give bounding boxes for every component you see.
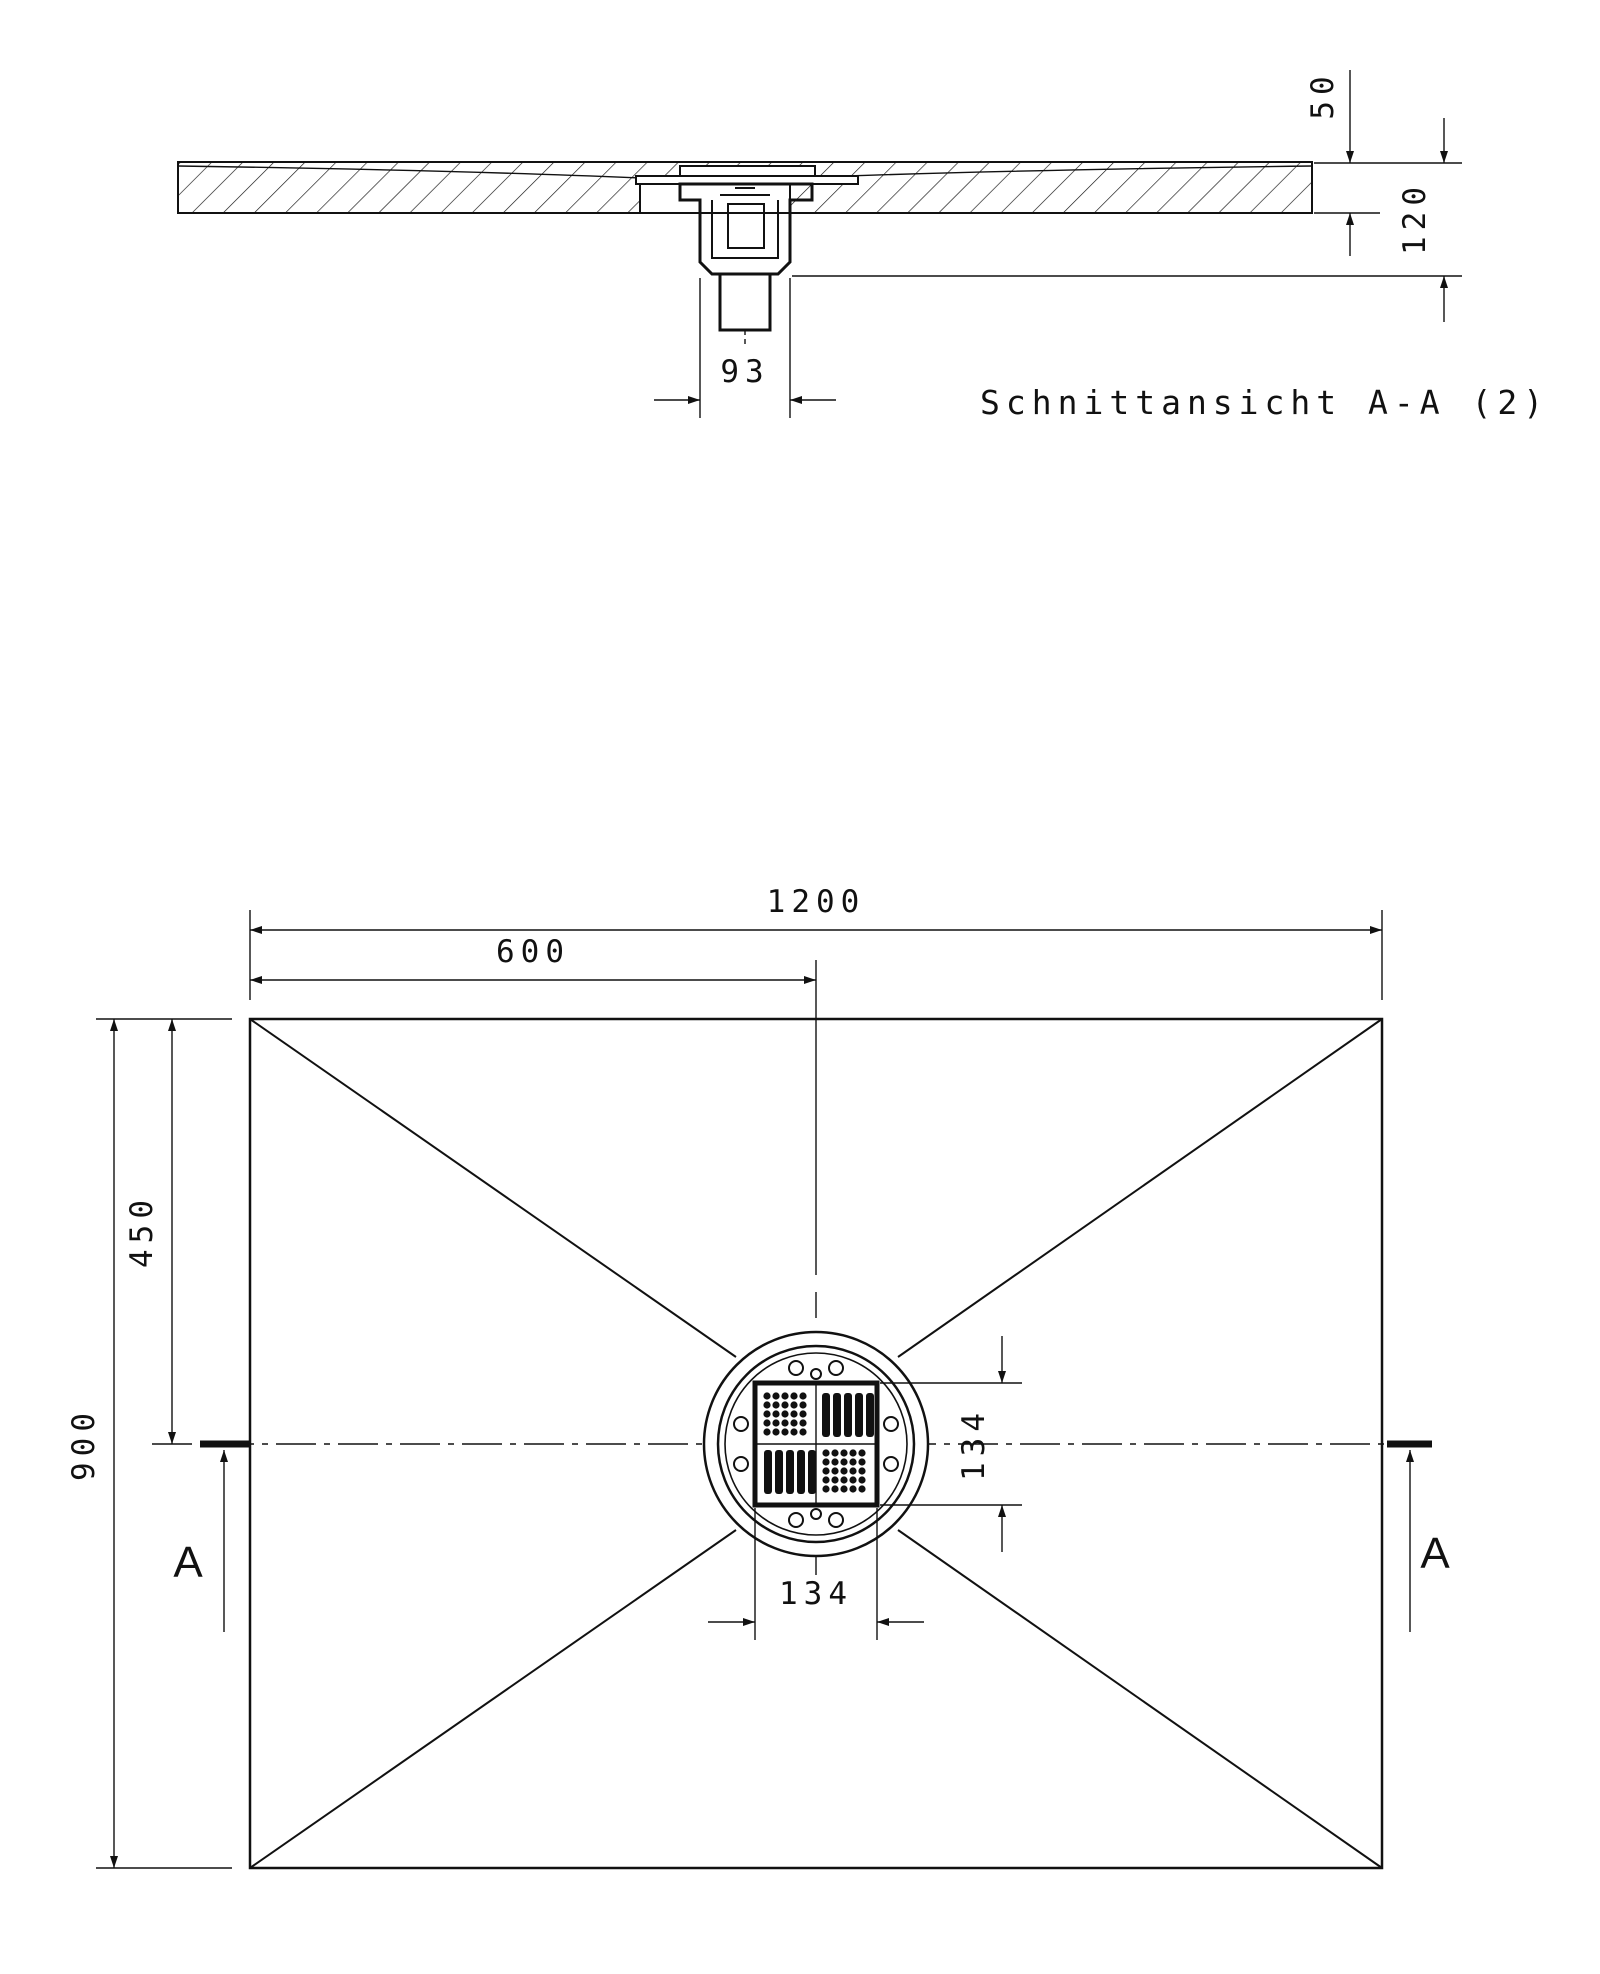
grate-hole xyxy=(849,1467,857,1475)
grate-hole xyxy=(781,1401,789,1409)
grate-hole xyxy=(831,1485,839,1493)
dim-total-depth-label: 900 xyxy=(66,1407,102,1481)
dim-total-width-label: 1200 xyxy=(767,884,866,920)
grate-slot xyxy=(797,1450,805,1494)
section-marker-left: A xyxy=(173,1538,203,1587)
plan-view: A A 1200 600 xyxy=(66,884,1450,1870)
grate-slot xyxy=(786,1450,794,1494)
grate-hole xyxy=(840,1449,848,1457)
grate-hole xyxy=(799,1401,807,1409)
section-caption: Schnittansicht A-A (2) xyxy=(980,383,1549,422)
grate-hole xyxy=(790,1419,798,1427)
grate-hole xyxy=(772,1428,780,1436)
slope-line-bottom-left xyxy=(249,1529,737,1869)
grate-hole xyxy=(849,1449,857,1457)
slope-line-top-right xyxy=(897,1018,1383,1358)
grate-hole xyxy=(822,1485,830,1493)
grate-hole xyxy=(763,1401,771,1409)
grate-hole xyxy=(849,1458,857,1466)
grate-hole xyxy=(858,1485,866,1493)
grate-hole xyxy=(790,1392,798,1400)
section-view: 93 50 120 Schnittansicht A-A (2) xyxy=(177,70,1549,422)
grate-hole xyxy=(772,1419,780,1427)
grate-hole xyxy=(831,1476,839,1484)
dim-half-width-label: 600 xyxy=(496,934,570,970)
grate-hole xyxy=(831,1467,839,1475)
grate-hole xyxy=(822,1449,830,1457)
grate-hole xyxy=(799,1419,807,1427)
grate-pattern xyxy=(763,1392,874,1494)
dim-grate-height-label: 134 xyxy=(956,1407,992,1481)
outlet-pipe xyxy=(718,272,772,332)
grate-slot xyxy=(775,1450,783,1494)
grate-hole xyxy=(763,1392,771,1400)
grate-slot xyxy=(833,1393,841,1437)
grate-hole xyxy=(849,1485,857,1493)
grate-hole xyxy=(831,1458,839,1466)
grate-hole xyxy=(831,1449,839,1457)
grate-hole xyxy=(790,1401,798,1409)
grate-hole xyxy=(790,1428,798,1436)
drain-top-view xyxy=(702,1330,930,1558)
grate-slot xyxy=(855,1393,863,1437)
grate-hole xyxy=(781,1428,789,1436)
drain-screws xyxy=(733,1360,899,1528)
slope-line-top-left xyxy=(249,1018,737,1358)
grate-hole xyxy=(858,1449,866,1457)
dim-outlet-width-label: 93 xyxy=(720,354,769,390)
grate-hole xyxy=(790,1410,798,1418)
grate-hole xyxy=(858,1467,866,1475)
grate-hole xyxy=(781,1419,789,1427)
grate-hole xyxy=(772,1410,780,1418)
grate-hole xyxy=(822,1467,830,1475)
grate-hole xyxy=(763,1419,771,1427)
grate-hole xyxy=(840,1467,848,1475)
grate-slot xyxy=(866,1393,874,1437)
section-marker-right: A xyxy=(1420,1529,1450,1578)
grate-hole xyxy=(840,1458,848,1466)
grate-hole xyxy=(772,1392,780,1400)
dim-half-depth-label: 450 xyxy=(124,1194,160,1268)
dim-total-height-label: 120 xyxy=(1397,181,1433,255)
grate-hole xyxy=(763,1428,771,1436)
drain-trap xyxy=(727,203,765,249)
grate-hole xyxy=(822,1458,830,1466)
grate-hole xyxy=(781,1410,789,1418)
grate-slot xyxy=(808,1450,816,1494)
drain-inner-wall xyxy=(711,200,779,259)
dim-grate-width-label: 134 xyxy=(779,1576,853,1612)
grate-hole xyxy=(858,1476,866,1484)
grate-hole xyxy=(799,1392,807,1400)
grate-hole xyxy=(840,1485,848,1493)
grate-slot xyxy=(844,1393,852,1437)
drain-trap-cap xyxy=(720,187,770,196)
grate-hole xyxy=(849,1476,857,1484)
drain-body xyxy=(678,182,814,276)
grate-slot xyxy=(764,1450,772,1494)
grate-slot xyxy=(822,1393,830,1437)
grate-hole xyxy=(822,1476,830,1484)
grate-hole xyxy=(799,1410,807,1418)
grate-hole xyxy=(772,1401,780,1409)
grate-hole xyxy=(763,1410,771,1418)
dim-drain-height-label: 50 xyxy=(1305,70,1341,119)
grate-hole xyxy=(781,1392,789,1400)
grate-hole xyxy=(799,1428,807,1436)
slope-line-bottom-right xyxy=(897,1529,1383,1869)
drain-grate-plate xyxy=(679,165,816,177)
grate-hole xyxy=(858,1458,866,1466)
grate-hole xyxy=(840,1476,848,1484)
